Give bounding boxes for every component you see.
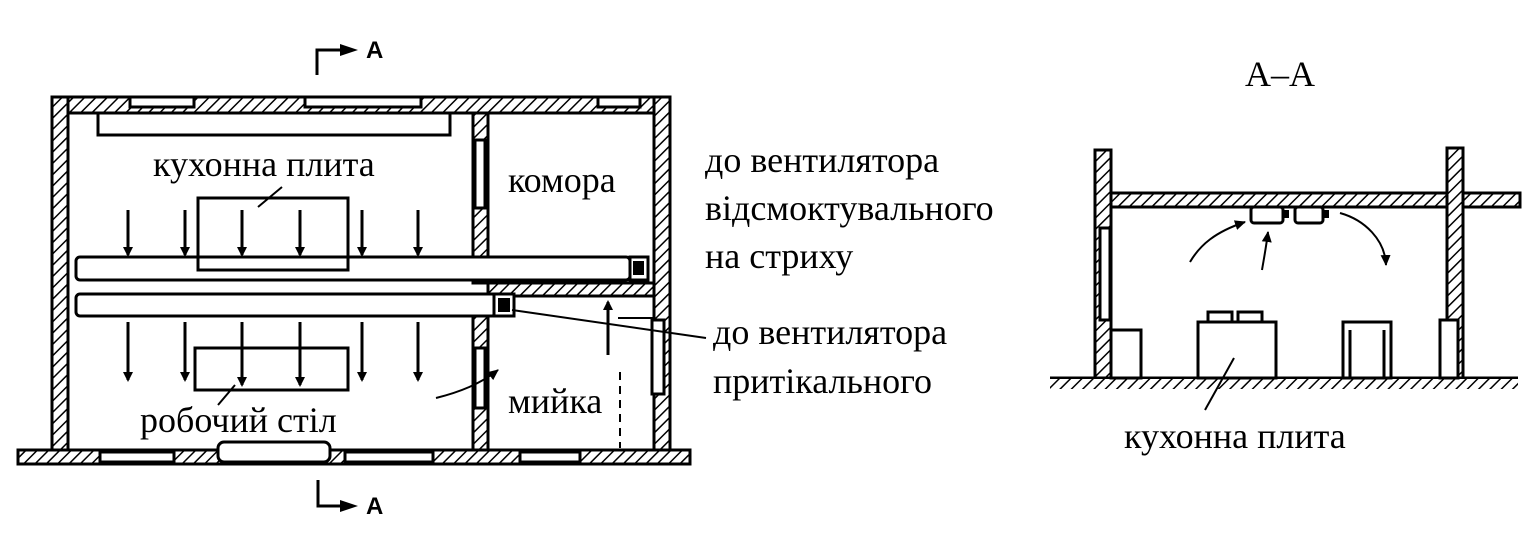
section-stove [1196,320,1278,380]
label-stove-plan: кухонна плита [153,144,375,184]
supply-fan-square [498,298,510,312]
worktable-plan [193,346,350,392]
section-floor-hatch [1050,379,1518,389]
section-table-left [1109,328,1143,380]
stove-leader [257,186,283,208]
section-arrow-right [1339,212,1391,266]
section-arrow-up [1261,231,1272,271]
section-window-left [1098,226,1112,322]
airflow-arrows-lower [123,322,423,387]
section-pot-2 [1236,310,1264,324]
window-top-3 [596,95,642,109]
section-view: А–А кухонна плита [1050,54,1522,456]
label-supply-line1: до вентилятора [713,312,947,352]
wall-left [50,95,70,454]
label-exhaust-line2: відсмоктувального [705,188,994,228]
section-label-stove: кухонна плита [1124,416,1346,456]
exhaust-duct [74,255,632,282]
section-duct-supply [1293,205,1325,225]
section-mark-top-label: A [366,37,383,64]
section-title: А–А [1245,54,1315,94]
sink-door [650,318,666,396]
window-bottom-3 [518,450,582,464]
section-stove-leader [1204,357,1235,411]
window-top-2 [303,95,423,109]
window-top-1 [128,95,196,109]
section-arrow-left [1189,220,1246,263]
worktable-leader [217,384,236,406]
label-worktable: робочий стіл [140,400,337,440]
section-mark-top: A [315,37,383,75]
section-table-right [1341,320,1393,380]
door-bottom [216,440,332,464]
supply-leader [511,309,707,339]
partition-opening-1 [473,138,487,210]
sink-curved-arrow [435,369,499,399]
exhaust-fan-square [633,261,644,275]
label-exhaust-line3: на стриху [705,236,853,276]
label-exhaust-line1: до вентилятора [705,140,939,180]
label-sink: мийка [508,381,602,421]
supply-duct [74,292,498,318]
section-mark-bottom: A [316,480,383,520]
section-mark-bottom-label: A [366,493,383,520]
window-bottom-1 [98,450,176,464]
label-supply-line2: притікального [713,361,932,401]
airflow-arrows-upper [123,210,423,257]
wall-right [652,95,672,454]
window-bottom-2 [343,450,435,464]
partition-opening-2 [473,346,487,410]
label-pantry: комора [508,160,616,200]
section-duct-exhaust [1249,205,1285,225]
wall-partition-horizontal [486,281,656,298]
plan-view: A A [16,37,994,520]
hood-panel [96,111,452,137]
section-door-right [1438,318,1460,380]
section-pot-1 [1206,310,1234,324]
